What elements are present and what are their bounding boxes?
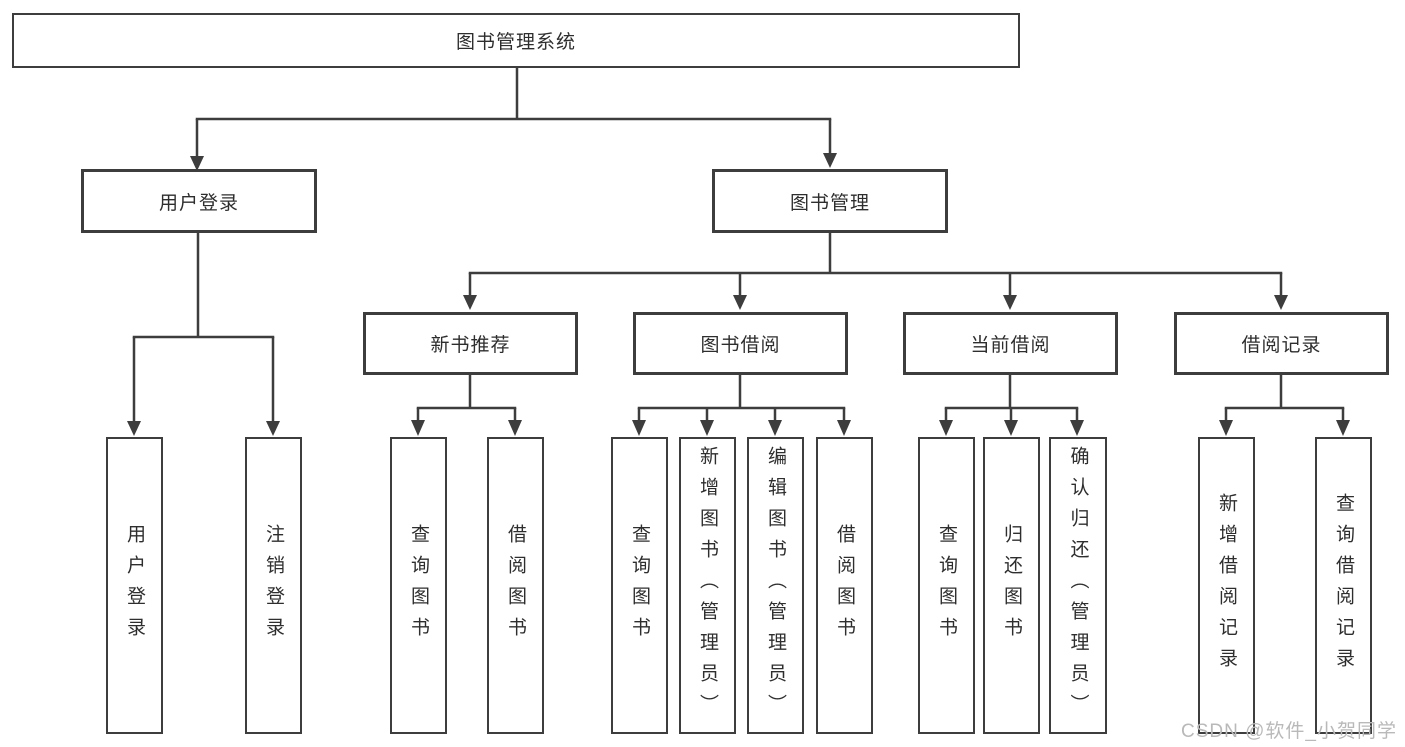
leaf-cb-return-books-label: 归还图书 <box>1001 523 1022 648</box>
connector-borrowrecord-to-leaves <box>1219 375 1350 436</box>
leaf-nbr-query-books-label: 查询图书 <box>408 523 429 648</box>
leaf-cb-query-books: 查询图书 <box>918 437 975 734</box>
leaf-user-login-label: 用户登录 <box>124 523 145 648</box>
leaf-br-add-record-label: 新增借阅记录 <box>1216 492 1237 679</box>
node-book-management: 图书管理 <box>712 169 948 233</box>
watermark: CSDN @软件_小贺同学 <box>1181 721 1397 742</box>
leaf-br-query-record-label: 查询借阅记录 <box>1333 492 1354 679</box>
leaf-cb-confirm-return-admin: 确认归还（管理员） <box>1049 437 1107 734</box>
leaf-bb-borrow-books-label: 借阅图书 <box>834 523 855 648</box>
leaf-bb-query-books: 查询图书 <box>611 437 668 734</box>
node-root: 图书管理系统 <box>12 13 1020 68</box>
connector-bookborrow-to-leaves <box>632 375 851 436</box>
leaf-br-add-record: 新增借阅记录 <box>1198 437 1255 734</box>
leaf-cb-return-books: 归还图书 <box>983 437 1040 734</box>
leaf-br-query-record: 查询借阅记录 <box>1315 437 1372 734</box>
connector-bookmgmt-to-level3 <box>463 233 1288 310</box>
node-user-login: 用户登录 <box>81 169 317 233</box>
leaf-bb-borrow-books: 借阅图书 <box>816 437 873 734</box>
leaf-nbr-borrow-books-label: 借阅图书 <box>505 523 526 648</box>
connector-newbookrec-to-leaves <box>411 375 522 436</box>
node-current-borrow: 当前借阅 <box>903 312 1118 375</box>
connector-userlogin-to-leaves <box>127 233 280 436</box>
node-book-borrow: 图书借阅 <box>633 312 848 375</box>
leaf-bb-add-books-admin-label: 新增图书（管理员） <box>697 446 718 725</box>
leaf-user-login: 用户登录 <box>106 437 163 734</box>
leaf-bb-query-books-label: 查询图书 <box>629 523 650 648</box>
leaf-bb-edit-books-admin: 编辑图书（管理员） <box>747 437 804 734</box>
leaf-cb-query-books-label: 查询图书 <box>936 523 957 648</box>
connector-root-to-level2 <box>190 67 837 171</box>
node-borrow-record: 借阅记录 <box>1174 312 1389 375</box>
node-new-book-recommend: 新书推荐 <box>363 312 578 375</box>
leaf-logout-label: 注销登录 <box>263 523 284 648</box>
leaf-bb-edit-books-admin-label: 编辑图书（管理员） <box>765 446 786 725</box>
connector-currentborrow-to-leaves <box>939 375 1084 436</box>
leaf-logout: 注销登录 <box>245 437 302 734</box>
leaf-bb-add-books-admin: 新增图书（管理员） <box>679 437 736 734</box>
leaf-nbr-query-books: 查询图书 <box>390 437 447 734</box>
leaf-cb-confirm-return-admin-label: 确认归还（管理员） <box>1067 446 1089 725</box>
leaf-nbr-borrow-books: 借阅图书 <box>487 437 544 734</box>
